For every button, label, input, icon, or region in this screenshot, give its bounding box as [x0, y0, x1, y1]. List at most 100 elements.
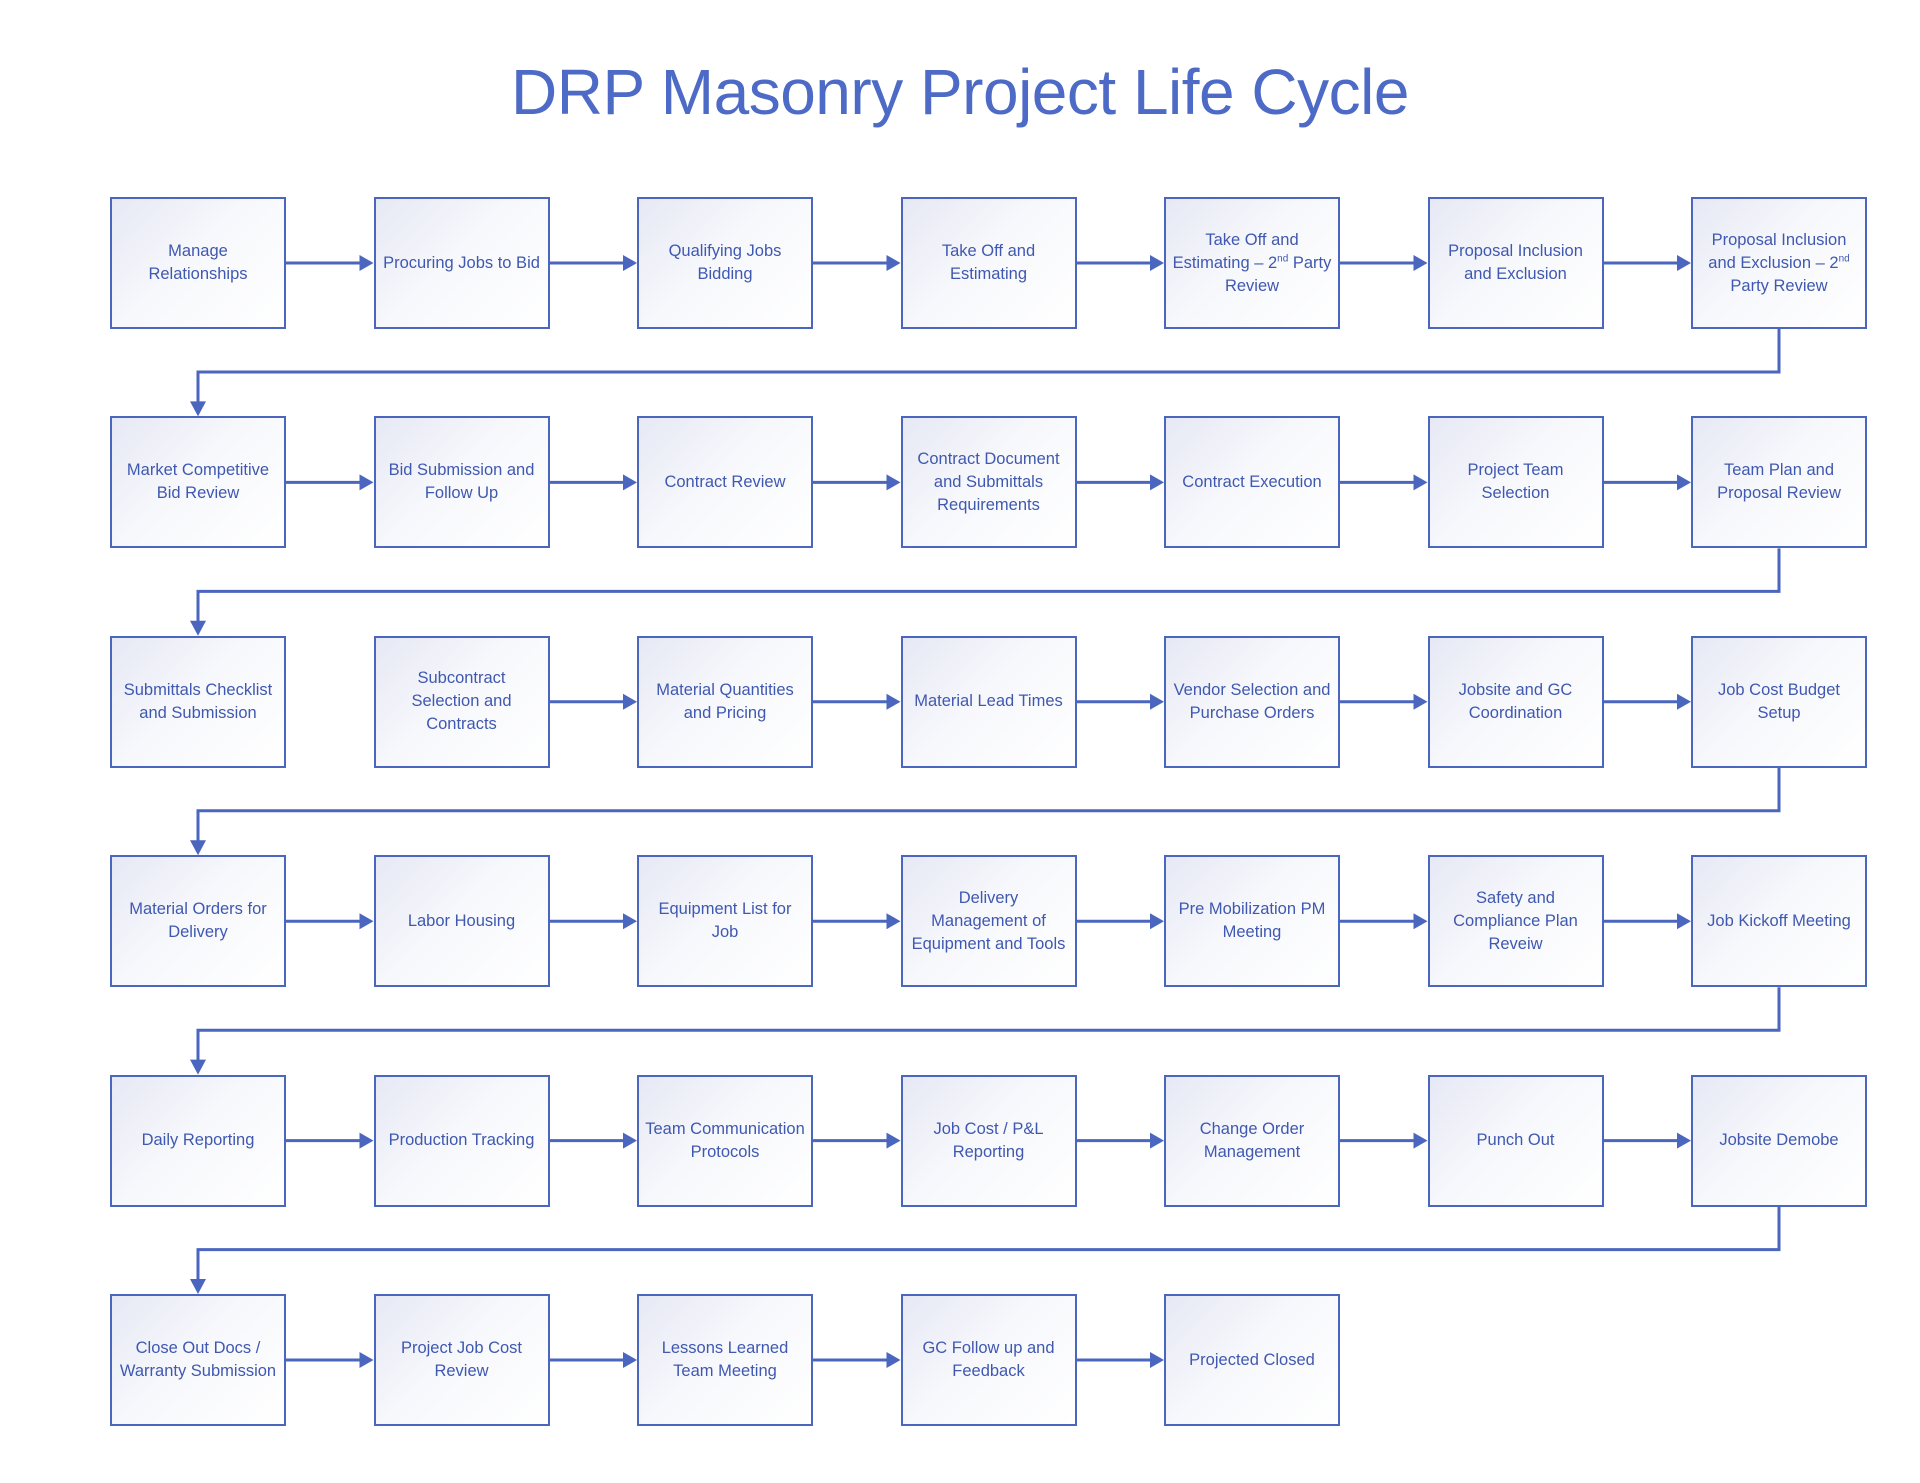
process-step[interactable]: Proposal Inclusion and Exclusion: [1427, 197, 1604, 329]
process-step[interactable]: Vendor Selection and Purchase Orders: [1164, 635, 1340, 768]
process-step[interactable]: Equipment List for Job: [637, 855, 813, 988]
process-step[interactable]: Delivery Management of Equipment and Too…: [900, 855, 1077, 988]
step-label: Labor Housing: [408, 910, 515, 933]
step-text: Qualifying Jobs Bidding: [668, 242, 782, 283]
step-text: Proposal Inclusion and Exclusion – 2: [1708, 230, 1847, 272]
step-label: Proposal Inclusion and Exclusion – 2nd P…: [1699, 229, 1859, 298]
step-label: Take Off and Estimating: [909, 240, 1069, 286]
process-step[interactable]: Close Out Docs / Warranty Submission: [110, 1294, 286, 1426]
process-step[interactable]: Production Tracking: [373, 1074, 550, 1207]
process-step[interactable]: Safety and Compliance Plan Reveiw: [1427, 855, 1604, 988]
step-label: Contract Review: [664, 471, 785, 494]
process-step[interactable]: Bid Submission and Follow Up: [373, 416, 550, 549]
arrowhead-icon: [190, 620, 206, 636]
step-text: Safety and Compliance Plan Reveiw: [1453, 888, 1578, 953]
process-step[interactable]: Material Quantities and Pricing: [637, 635, 813, 768]
step-text-suffix: Party Review: [1224, 253, 1332, 295]
process-step[interactable]: Subcontract Selection and Contracts: [373, 635, 550, 768]
step-label: Project Job Cost Review: [382, 1337, 542, 1383]
process-step[interactable]: GC Follow up and Feedback: [900, 1294, 1077, 1426]
process-step[interactable]: Contract Execution: [1164, 416, 1340, 549]
step-text: Vendor Selection and Purchase Orders: [1173, 680, 1331, 722]
step-text: Labor Housing: [407, 911, 516, 930]
step-text: Contract Execution: [1182, 472, 1322, 491]
row-wrap-connector: [196, 329, 1781, 405]
arrowhead-icon: [886, 1352, 901, 1368]
process-step[interactable]: Project Job Cost Review: [373, 1294, 550, 1426]
step-text: Procuring Jobs to Bid: [383, 253, 540, 272]
arrowhead-icon: [1413, 913, 1428, 930]
step-label: Project Team Selection: [1436, 459, 1596, 505]
process-step[interactable]: Jobsite and GC Coordination: [1427, 635, 1604, 768]
process-step[interactable]: Team Plan and Proposal Review: [1691, 416, 1867, 549]
step-label: Jobsite Demobe: [1719, 1129, 1838, 1152]
process-step[interactable]: Contract Review: [637, 416, 813, 549]
step-text: Close Out Docs / Warranty Submission: [119, 1339, 277, 1380]
step-label: Market Competitive Bid Review: [118, 459, 278, 505]
step-text: Job Cost Budget Setup: [1718, 680, 1840, 722]
arrowhead-icon: [886, 913, 901, 930]
arrowhead-icon: [623, 693, 637, 710]
arrowhead-icon: [1413, 474, 1428, 491]
step-label: Material Orders for Delivery: [118, 898, 278, 944]
arrowhead-icon: [359, 1132, 374, 1149]
step-text: Lessons Learned Team Meeting: [661, 1339, 789, 1380]
arrowhead-icon: [190, 1059, 206, 1075]
step-label: Projected Closed: [1189, 1349, 1315, 1372]
process-step[interactable]: Material Lead Times: [900, 635, 1077, 768]
step-text: Market Competitive Bid Review: [126, 461, 270, 503]
step-text: Daily Reporting: [141, 1131, 255, 1150]
step-label: Production Tracking: [389, 1129, 535, 1152]
arrowhead-icon: [359, 255, 374, 271]
process-step[interactable]: Procuring Jobs to Bid: [373, 197, 550, 329]
process-step[interactable]: Punch Out: [1427, 1074, 1604, 1207]
arrowhead-icon: [359, 474, 374, 491]
process-step[interactable]: Pre Mobilization PM Meeting: [1164, 855, 1340, 988]
process-step[interactable]: Take Off and Estimating – 2nd Party Revi…: [1164, 197, 1340, 329]
step-text: Proposal Inclusion and Exclusion: [1448, 242, 1583, 283]
arrowhead-icon: [1413, 255, 1428, 271]
step-text: Material Orders for Delivery: [129, 900, 267, 942]
process-step[interactable]: Job Kickoff Meeting: [1691, 855, 1867, 988]
process-step[interactable]: Submittals Checklist and Submission: [110, 635, 286, 768]
arrowhead-icon: [1677, 1132, 1691, 1149]
process-step[interactable]: Jobsite Demobe: [1691, 1074, 1867, 1207]
step-label: Subcontract Selection and Contracts: [382, 667, 542, 736]
step-text: Pre Mobilization PM Meeting: [1178, 900, 1326, 942]
step-label: Team Plan and Proposal Review: [1699, 459, 1859, 505]
arrowhead-icon: [886, 1132, 901, 1149]
process-step[interactable]: Team Communication Protocols: [637, 1074, 813, 1207]
process-step[interactable]: Change Order Management: [1164, 1074, 1340, 1207]
process-step[interactable]: Manage Relationships: [110, 197, 286, 329]
step-text: Projected Closed: [1189, 1350, 1315, 1369]
step-label: Pre Mobilization PM Meeting: [1172, 898, 1332, 944]
step-text: Contract Review: [664, 472, 786, 491]
process-step[interactable]: Job Cost Budget Setup: [1691, 635, 1867, 768]
process-step[interactable]: Projected Closed: [1164, 1294, 1340, 1426]
row-wrap-connector: [196, 548, 1781, 624]
process-step[interactable]: Market Competitive Bid Review: [110, 416, 286, 549]
step-text-suffix: Party Review: [1730, 276, 1828, 295]
step-label: Change Order Management: [1172, 1118, 1332, 1164]
step-text: Equipment List for Job: [658, 900, 792, 942]
process-step[interactable]: Contract Document and Submittals Require…: [900, 416, 1077, 549]
arrowhead-icon: [623, 474, 637, 491]
step-text: Production Tracking: [388, 1131, 535, 1150]
arrowhead-icon: [1150, 255, 1164, 271]
process-step[interactable]: Qualifying Jobs Bidding: [637, 197, 813, 329]
process-step[interactable]: Job Cost / P&L Reporting: [900, 1074, 1077, 1207]
row-wrap-connector: [196, 767, 1781, 844]
process-step[interactable]: Proposal Inclusion and Exclusion – 2nd P…: [1691, 197, 1867, 329]
process-step[interactable]: Labor Housing: [373, 855, 550, 988]
process-step[interactable]: Lessons Learned Team Meeting: [637, 1294, 813, 1426]
arrowhead-icon: [190, 1279, 206, 1294]
process-step[interactable]: Take Off and Estimating: [900, 197, 1077, 329]
arrowhead-icon: [1677, 913, 1691, 930]
process-step[interactable]: Material Orders for Delivery: [110, 855, 286, 988]
process-step[interactable]: Daily Reporting: [110, 1074, 286, 1207]
process-step[interactable]: Project Team Selection: [1427, 416, 1604, 549]
arrowhead-icon: [359, 1352, 374, 1368]
step-text: Submittals Checklist and Submission: [123, 680, 273, 722]
step-label: Lessons Learned Team Meeting: [645, 1337, 805, 1383]
